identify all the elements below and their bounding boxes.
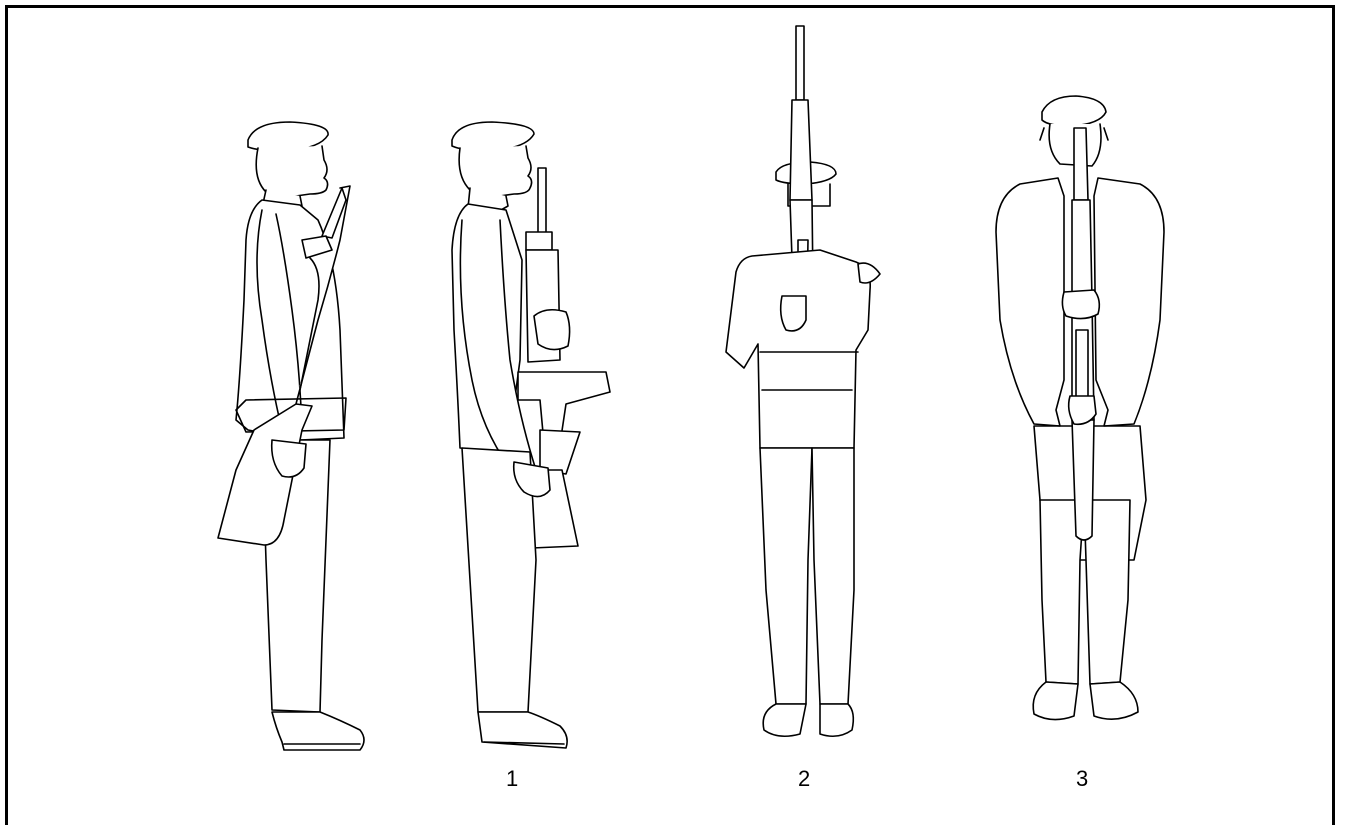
coat (726, 250, 870, 448)
soldier-side-step-1 (452, 122, 610, 748)
rifle (796, 26, 804, 100)
coat (996, 178, 1064, 426)
hand-left (1062, 290, 1099, 319)
soldier-front-step-3 (996, 96, 1164, 720)
boot-left (763, 704, 806, 736)
hand (534, 310, 570, 350)
hand-left (781, 296, 806, 331)
soldier-front-step-2 (726, 26, 880, 736)
rifle (538, 168, 546, 234)
boot-right (1090, 682, 1138, 719)
step-label-1: 1 (506, 766, 518, 792)
beret (1042, 96, 1106, 126)
step-label-2: 2 (798, 766, 810, 792)
rifle (1074, 128, 1088, 200)
trousers (760, 448, 812, 704)
hand-right (858, 263, 880, 283)
step-label-3: 3 (1076, 766, 1088, 792)
boot-right (820, 704, 853, 736)
soldier-side-order-arms (218, 122, 364, 750)
boot-left (1033, 682, 1078, 720)
